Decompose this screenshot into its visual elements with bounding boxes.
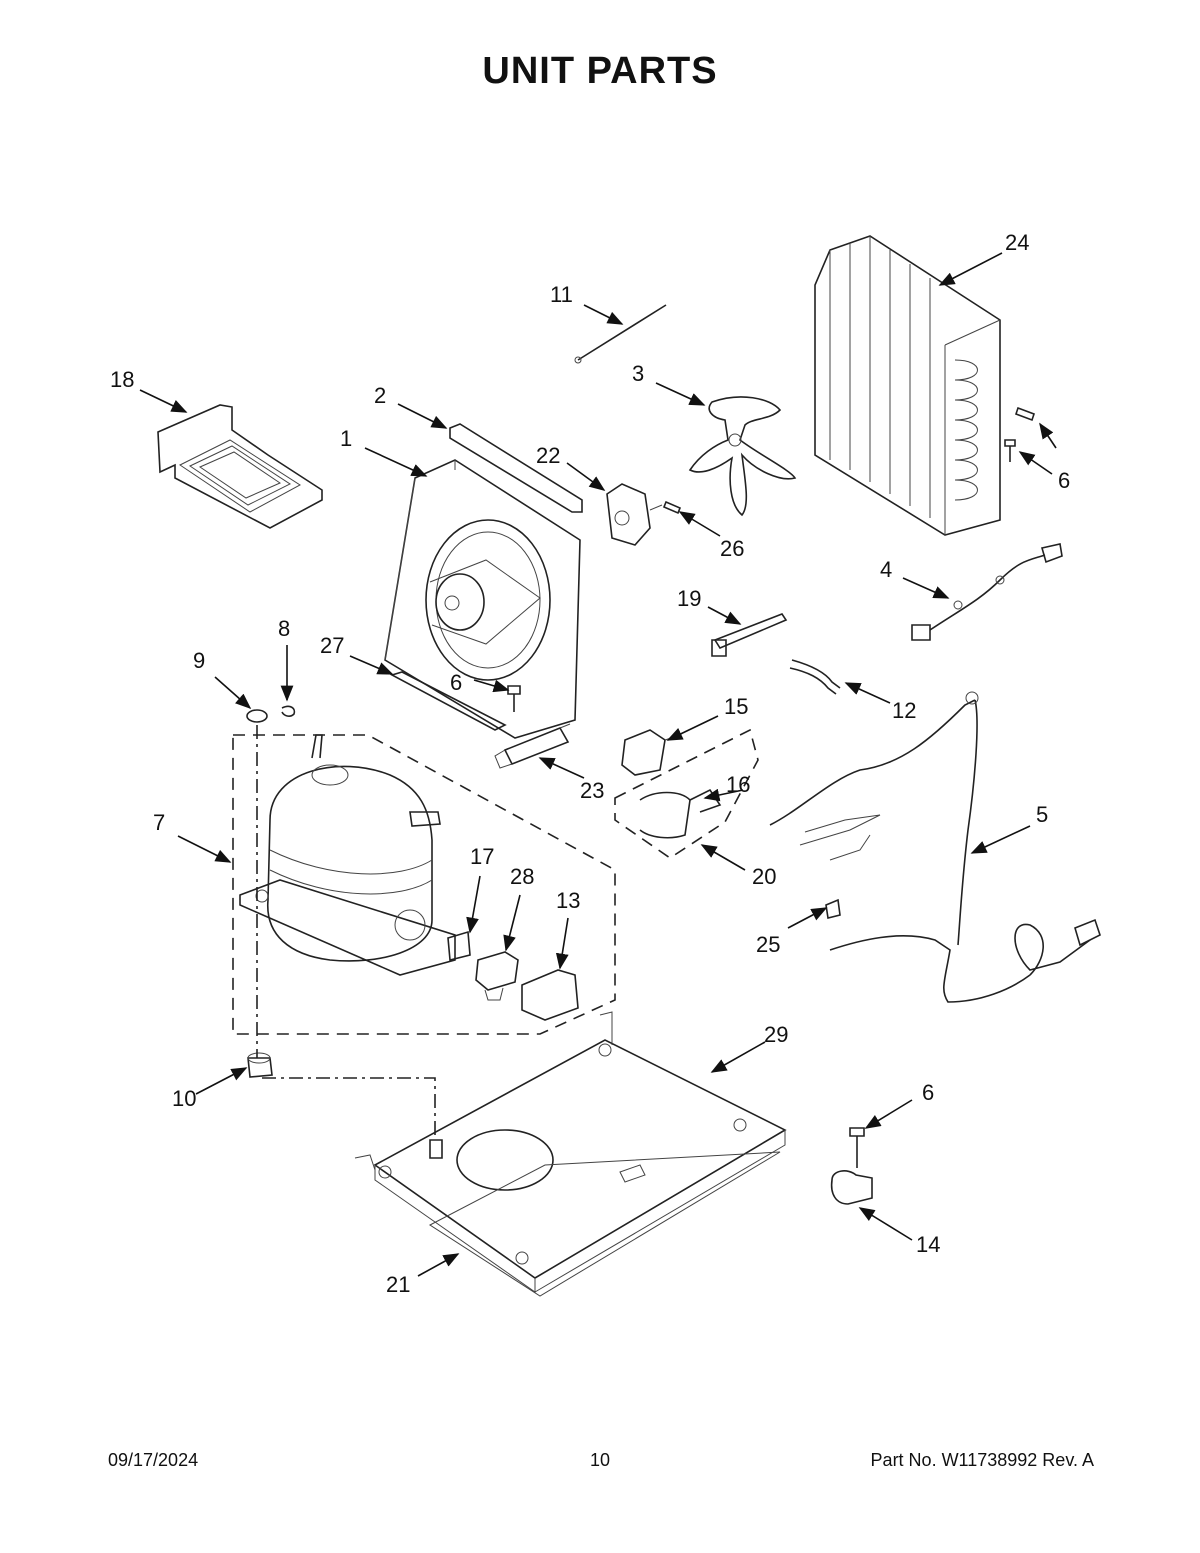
cable-tie-part-19: [711, 613, 788, 657]
filter-drier-part-23: [494, 723, 571, 769]
clip-part-25: [825, 898, 841, 919]
thermistor-part-4: [911, 543, 1063, 641]
callout-28: 28: [510, 864, 534, 889]
mounting-line-horizontal: [262, 1077, 436, 1140]
callout-12: 12: [892, 698, 916, 723]
callout-11: 10: [172, 1086, 196, 1111]
footer-page-number: 10: [589, 1450, 611, 1470]
callout-29: 29: [764, 1022, 788, 1047]
callout-10: 14: [916, 1232, 940, 1257]
callout-18: 21: [386, 1272, 410, 1297]
compressor-part-7: [232, 734, 616, 1035]
callout-14: 11: [550, 282, 573, 307]
callout-1: 1: [340, 426, 352, 451]
fan-shroud-part-1: [384, 459, 581, 739]
cover-part-13: [521, 969, 579, 1021]
base-plate-part-29: [354, 1011, 787, 1293]
callout-8: 8: [278, 616, 290, 641]
callout-13: 13: [556, 888, 580, 913]
callout-3: 3: [632, 361, 644, 386]
callout-7: 7: [153, 810, 165, 835]
callout-16: 16: [726, 772, 750, 797]
footer-date: 09/17/2024: [108, 1450, 199, 1470]
callout-19: 19: [677, 586, 701, 611]
tube-part-12: [789, 659, 841, 695]
callout-labels: 18 2 1 11 3 22 26 24 6 4 19 12 8 9 27 6 …: [110, 230, 1070, 1297]
condenser-coil-part-24: [814, 235, 1001, 536]
callout-4: 4: [880, 557, 892, 582]
page-title: UNIT PARTS: [482, 50, 718, 92]
fan-motor-part-22: [606, 483, 663, 546]
mounting-stud: [429, 1139, 443, 1159]
screw-part-6-coil-lower: [1004, 439, 1016, 462]
screw-part-6-coil-upper: [1014, 406, 1036, 422]
callout-22: 22: [536, 443, 560, 468]
callout-15: 15: [724, 694, 748, 719]
gasket-plate-part-27: [389, 671, 507, 731]
callout-27: 27: [320, 633, 344, 658]
callout-6-bottom: 6: [922, 1080, 934, 1105]
grommet-part-11: [247, 1052, 273, 1078]
callout-23: 23: [580, 778, 604, 803]
fan-blade-part-3: [688, 396, 797, 517]
washer-part-9: [246, 709, 268, 723]
screw-part-26: [662, 500, 682, 515]
callout-25: 25: [756, 932, 780, 957]
callout-9: 9: [193, 648, 205, 673]
wire-tie-part-14: [574, 304, 667, 364]
wire-harness-part-5: [769, 691, 1101, 1003]
foam-strip-part-2: [449, 423, 583, 513]
clamp-part-10: [830, 1170, 873, 1205]
footer-part-number: Part No. W11738992 Rev. A: [870, 1450, 1094, 1470]
drain-pan-part-21: [157, 404, 323, 529]
screw-part-6-shroud: [507, 685, 521, 712]
callout-17: 17: [470, 844, 494, 869]
solenoid-part-15: [621, 729, 681, 776]
screw-part-6-bottom: [849, 1127, 865, 1168]
callout-6-coil: 6: [1058, 468, 1070, 493]
leader-arrows: [139, 252, 1057, 1277]
relay-part-28: [475, 951, 519, 1001]
callout-6-shroud: 6: [450, 670, 462, 695]
base-insulation-part-18: [429, 1151, 781, 1297]
callout-26: 26: [720, 536, 744, 561]
callout-5: 5: [1036, 802, 1048, 827]
overload-part-17: [447, 930, 471, 962]
clip-part-8: [281, 705, 296, 717]
callout-24: 24: [1005, 230, 1029, 255]
callout-21: 18: [110, 367, 134, 392]
callout-20: 20: [752, 864, 776, 889]
callout-2: 2: [374, 383, 386, 408]
